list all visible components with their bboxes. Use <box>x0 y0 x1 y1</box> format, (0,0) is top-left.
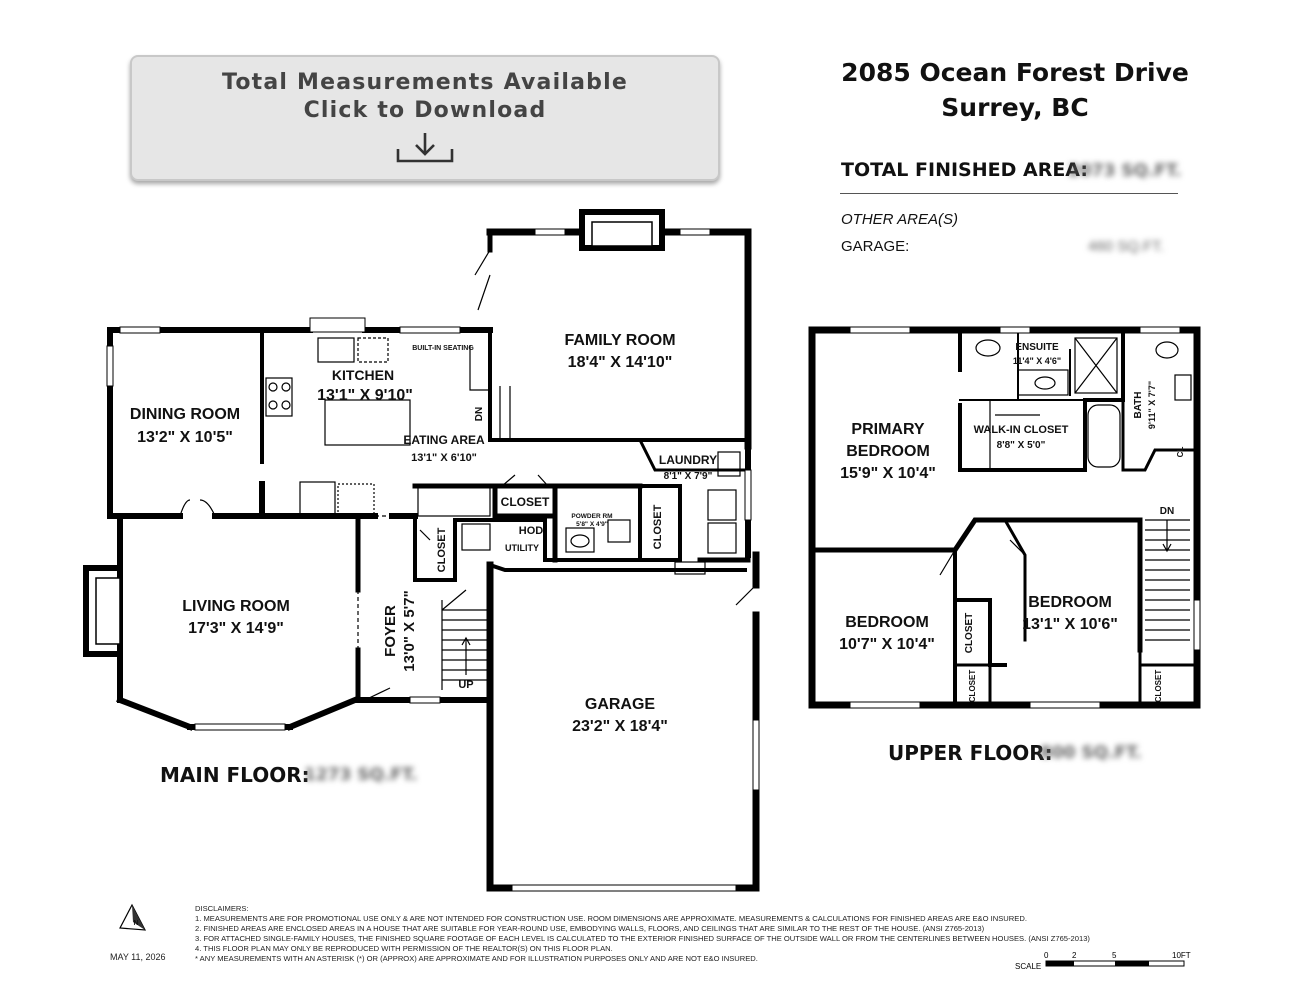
disclaimer-item: * ANY MEASUREMENTS WITH AN ASTERISK (*) … <box>195 954 758 963</box>
closet-label-5: CLOSET <box>968 670 977 703</box>
cl-label: CL <box>1176 447 1185 458</box>
other-areas-label: OTHER AREA(S) <box>841 211 958 228</box>
disclaimers: DISCLAIMERS: 1. MEASUREMENTS ARE FOR PRO… <box>195 904 1090 964</box>
plan-date: MAY 11, 2026 <box>110 952 166 962</box>
scale-tick-5: 5 <box>1112 951 1117 960</box>
download-measurements-button[interactable]: Total Measurements Available Click to Do… <box>130 55 720 181</box>
bath-name: BATH <box>1133 391 1144 418</box>
disclaimer-item: 4. THIS FLOOR PLAN MAY ONLY BE REPRODUCE… <box>195 944 613 953</box>
disclaimer-item: 2. FINISHED AREAS ARE ENCLOSED AREAS IN … <box>195 924 985 933</box>
garage-area-label: GARAGE: <box>841 238 910 255</box>
eating-area-dim: 13'1" X 6'10" <box>411 452 477 464</box>
scale-label: SCALE <box>1015 962 1041 971</box>
room-labels: FAMILY ROOM 18'4" X 14'10" KITCHEN 13'1"… <box>130 332 1185 735</box>
bedroom-3-dim: 13'1" X 10'6" <box>1022 616 1118 633</box>
summary-divider <box>840 193 1178 194</box>
dining-room-name: DINING ROOM <box>130 406 240 423</box>
north-arrow-icon: N <box>119 903 147 931</box>
disclaimer-item: 3. FOR ATTACHED SINGLE-FAMILY HOUSES, TH… <box>195 934 1090 943</box>
bedroom-3-name: BEDROOM <box>1028 594 1112 611</box>
laundry-name: LAUNDRY <box>659 453 717 467</box>
upper-floor-windows <box>849 326 1201 709</box>
main-floor-windows <box>106 228 760 892</box>
address-line-1: 2085 Ocean Forest Drive <box>841 58 1189 87</box>
bath-dim: 9'11" X 7'7" <box>1147 381 1157 429</box>
primary-bedroom-dim: 15'9" X 10'4" <box>840 465 936 482</box>
bedroom-2-name: BEDROOM <box>845 614 929 631</box>
bedroom-2-dim: 10'7" X 10'4" <box>839 636 935 653</box>
main-floor-value: 1273 SQ.FT. <box>304 765 418 785</box>
download-icon <box>396 133 454 163</box>
banner-line-2: Click to Download <box>303 98 547 123</box>
upper-floor-value: 800 SQ.FT. <box>1040 743 1142 763</box>
upper-stairs-dn-label: DN <box>1160 506 1174 517</box>
utility-label: UTILITY <box>505 543 539 553</box>
living-room-name: LIVING ROOM <box>182 598 290 615</box>
ensuite-dim: 11'4" X 4'6" <box>1013 356 1061 366</box>
upper-floor-label: UPPER FLOOR: <box>888 741 1053 765</box>
disclaimer-title: DISCLAIMERS: <box>195 904 249 913</box>
scale-bar: SCALE 0 2 5 10FT <box>1015 951 1191 971</box>
walkin-closet-dim: 8'8" X 5'0" <box>997 440 1046 451</box>
upper-floor-walls <box>808 326 1201 709</box>
stairs-dn-label: DN <box>474 407 485 421</box>
family-room-dim: 18'4" X 14'10" <box>568 354 673 371</box>
garage-name: GARAGE <box>585 696 656 713</box>
disclaimer-item: 1. MEASUREMENTS ARE FOR PROMOTIONAL USE … <box>195 914 1027 923</box>
north-label: N <box>133 920 138 927</box>
hod-label: HOD <box>519 525 544 537</box>
address-line-2: Surrey, BC <box>941 93 1089 122</box>
powder-room-dim: 5'8" X 4'9" <box>576 521 608 528</box>
upper-floor-fixtures <box>939 337 1192 641</box>
walkin-closet-name: WALK-IN CLOSET <box>974 424 1069 436</box>
stairs-up-label: UP <box>458 679 473 691</box>
scale-tick-10: 10FT <box>1172 951 1191 960</box>
banner-line-1: Total Measurements Available <box>222 70 628 95</box>
foyer-dim: 13'0" X 5'7" <box>401 590 418 671</box>
primary-bedroom-name-2: BEDROOM <box>846 443 930 460</box>
total-area-label: TOTAL FINISHED AREA: <box>841 159 1088 181</box>
living-room-dim: 17'3" X 14'9" <box>188 620 284 637</box>
builtin-seating-label: BUILT-IN SEATING <box>412 345 474 352</box>
closet-label-1: CLOSET <box>501 495 550 509</box>
laundry-dim: 8'1" X 7'9" <box>664 471 713 482</box>
garage-area-value: 460 SQ.FT. <box>1088 238 1164 255</box>
scale-tick-0: 0 <box>1044 951 1049 960</box>
family-room-name: FAMILY ROOM <box>564 332 675 349</box>
primary-bedroom-name-1: PRIMARY <box>851 421 925 438</box>
ensuite-name: ENSUITE <box>1015 342 1059 353</box>
closet-label-3: CLOSET <box>436 527 448 572</box>
kitchen-name: KITCHEN <box>332 367 394 383</box>
powder-room-name: POWDER RM <box>571 513 612 520</box>
total-area-value: 2073 SQ.FT. <box>1068 161 1182 181</box>
closet-label-4: CLOSET <box>964 613 975 654</box>
scale-tick-2: 2 <box>1072 951 1077 960</box>
closet-label-6: CLOSET <box>1154 670 1163 703</box>
eating-area-name: EATING AREA <box>403 433 485 447</box>
main-floor-fixtures <box>179 249 757 701</box>
dining-room-dim: 13'2" X 10'5" <box>137 429 233 446</box>
closet-label-2: CLOSET <box>652 504 664 549</box>
garage-dim: 23'2" X 18'4" <box>572 718 668 735</box>
foyer-name: FOYER <box>382 605 399 657</box>
kitchen-dim: 13'1" X 9'10" <box>317 387 413 404</box>
main-floor-label: MAIN FLOOR: <box>160 763 310 787</box>
